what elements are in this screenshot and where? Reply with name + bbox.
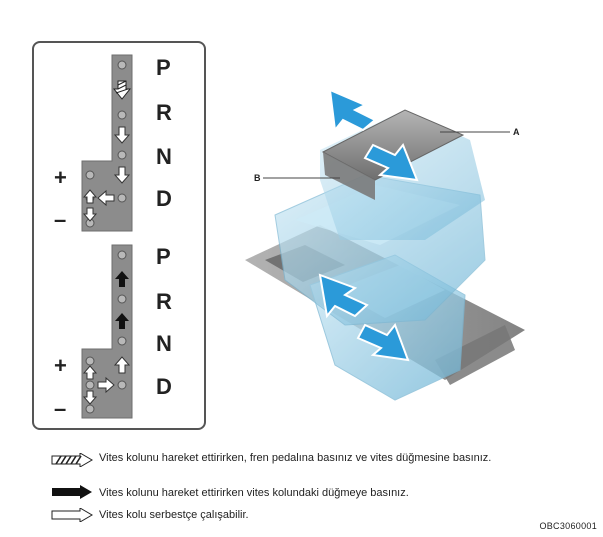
legend-text-outline: Vites kolu serbestçe çalışabilir. <box>99 509 249 521</box>
gate-label-d-bottom: D <box>156 374 172 399</box>
callout-label-a: A <box>513 127 520 137</box>
top-gate <box>81 54 133 232</box>
outline-arrow-icon <box>51 508 93 522</box>
movement-arrow-down-right-top-icon <box>363 143 419 182</box>
callout-label-b: B <box>254 173 261 183</box>
gate-label-r-top: R <box>156 100 172 125</box>
gate-label-n-top: N <box>156 144 172 169</box>
shift-gate-drawing <box>81 54 133 419</box>
gate-label-r-bottom: R <box>156 289 172 314</box>
gate-label-d-top: D <box>156 186 172 211</box>
minus-sign-top: – <box>54 207 67 232</box>
gate-label-p-top: P <box>156 55 171 80</box>
movement-arrow-up-left-top-icon <box>328 88 377 133</box>
gate-label-n-bottom: N <box>156 331 172 356</box>
legend-text-solid: Vites kolunu hareket ettirirken vites ko… <box>99 487 409 499</box>
image-code: OBC3060001 <box>539 521 597 531</box>
plus-sign-top: + <box>54 165 67 190</box>
bottom-gate <box>81 244 133 419</box>
shift-lever-illustration <box>245 88 525 401</box>
plus-sign-bottom: + <box>54 353 67 378</box>
movement-arrow-down-right-lower-icon <box>356 322 410 362</box>
movement-arrow-up-left-lower-icon <box>318 273 369 319</box>
hatched-down-arrow-icon <box>112 80 132 100</box>
gate-label-p-bottom: P <box>156 244 171 269</box>
hatched-arrow-icon <box>51 453 93 467</box>
shift-gate-panel: P R N D P R N D + – + – <box>32 41 206 430</box>
legend-text-hatched: Vites kolunu hareket ettirirken, fren pe… <box>99 452 492 464</box>
minus-sign-bottom: – <box>54 396 67 421</box>
solid-arrow-icon <box>52 485 92 499</box>
